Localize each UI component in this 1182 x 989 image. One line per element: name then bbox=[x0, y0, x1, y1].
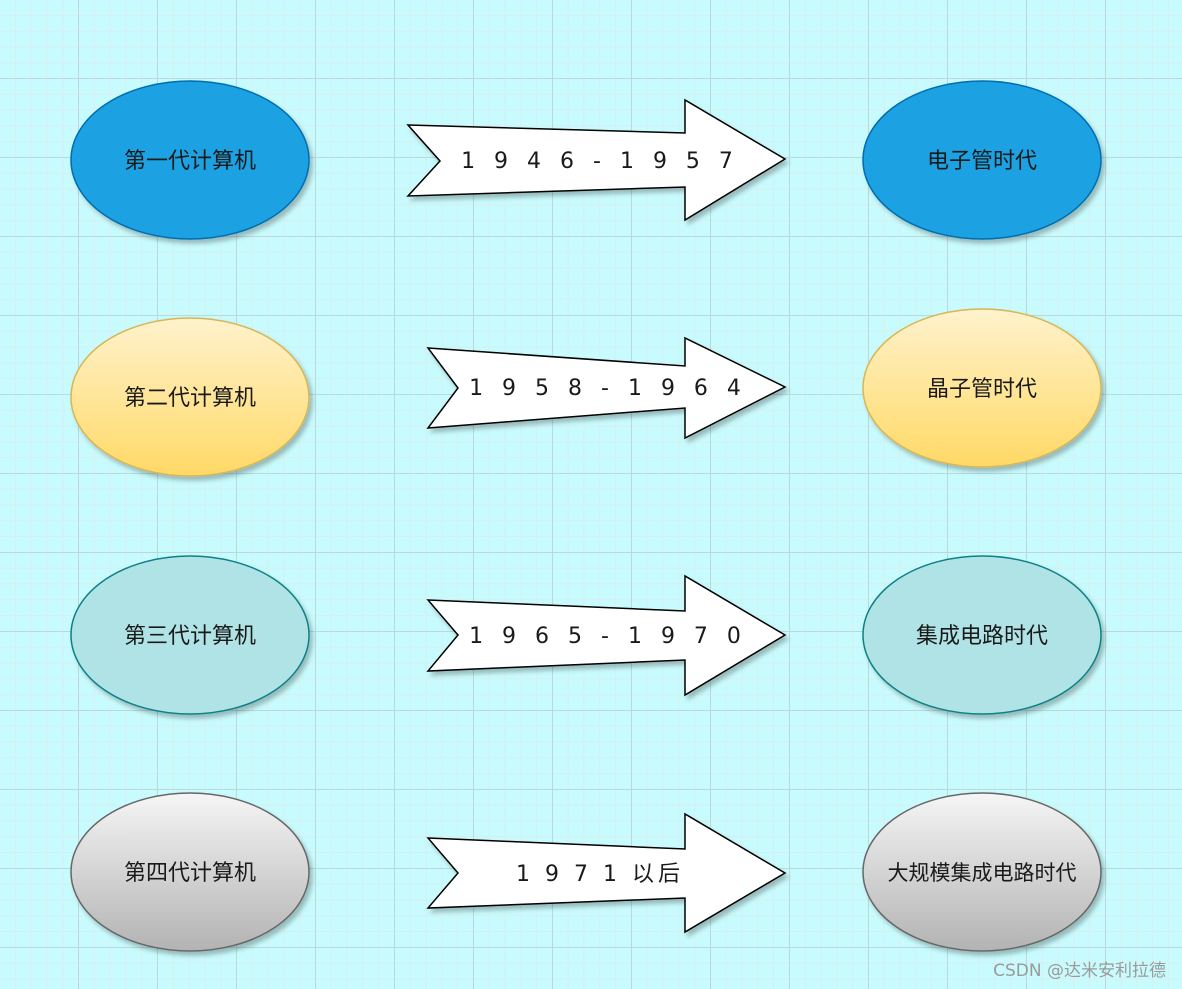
generation-label-3: 第三代计算机 bbox=[124, 624, 256, 649]
era-label-1: 电子管时代 bbox=[927, 149, 1037, 174]
years-label-2: 1 9 5 8 - 1 9 6 4 bbox=[469, 376, 747, 401]
years-label-1: 1 9 4 6 - 1 9 5 7 bbox=[461, 149, 739, 174]
era-node-2 bbox=[862, 308, 1102, 468]
era-label-2: 晶子管时代 bbox=[927, 377, 1037, 402]
generation-label-2: 第二代计算机 bbox=[124, 386, 256, 411]
row-4: 第四代计算机 1 9 7 1 以后 大规模集成电路时代 bbox=[70, 792, 1102, 952]
generation-node-1 bbox=[70, 80, 310, 240]
generation-label-4: 第四代计算机 bbox=[124, 861, 256, 886]
watermark-text: CSDN @达米安利拉德 bbox=[993, 961, 1166, 981]
era-node-4 bbox=[862, 792, 1102, 952]
row-3: 第三代计算机 1 9 6 5 - 1 9 7 0 集成电路时代 bbox=[70, 555, 1102, 715]
era-node-1 bbox=[862, 80, 1102, 240]
row-2: 第二代计算机 1 9 5 8 - 1 9 6 4 晶子管时代 bbox=[70, 308, 1102, 477]
generation-node-3 bbox=[70, 555, 310, 715]
timeline-arrow-1 bbox=[406, 98, 787, 222]
timeline-arrow-4 bbox=[426, 812, 787, 934]
timeline-arrow-2 bbox=[426, 336, 787, 440]
timeline-arrow-3 bbox=[426, 574, 787, 697]
era-label-3: 集成电路时代 bbox=[916, 624, 1048, 649]
generation-label-1: 第一代计算机 bbox=[124, 149, 256, 174]
years-label-3: 1 9 6 5 - 1 9 7 0 bbox=[469, 624, 747, 649]
row-1: 第一代计算机 1 9 4 6 - 1 9 5 7 电子管时代 bbox=[70, 80, 1102, 240]
era-node-3 bbox=[862, 555, 1102, 715]
generation-node-2 bbox=[70, 317, 310, 477]
generation-node-4 bbox=[70, 792, 310, 952]
years-label-4: 1 9 7 1 以后 bbox=[516, 862, 684, 887]
era-label-4: 大规模集成电路时代 bbox=[888, 861, 1077, 885]
